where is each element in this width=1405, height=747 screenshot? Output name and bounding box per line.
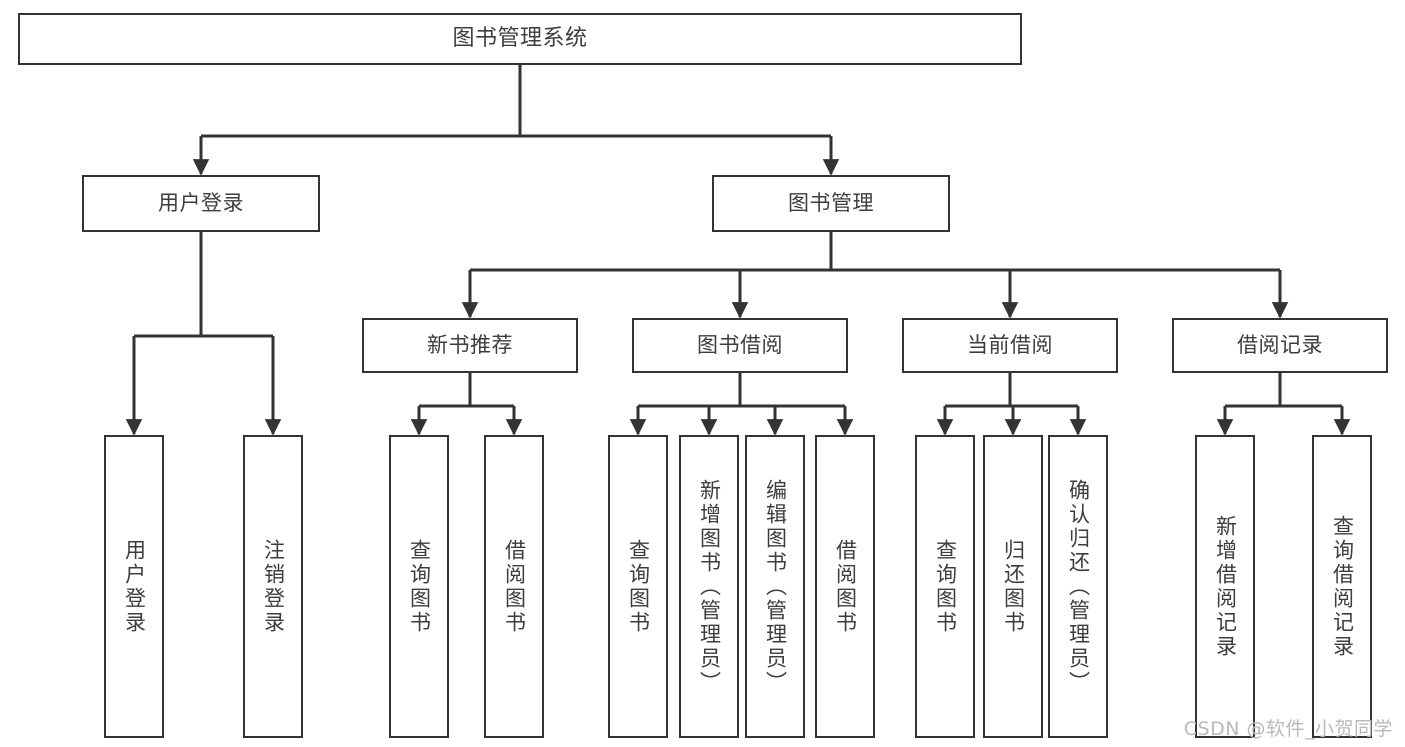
node-label: 新增图书（管理员） <box>697 478 722 695</box>
node-book-management[interactable]: 图书管理 <box>712 175 950 232</box>
node-label: 新书推荐 <box>427 332 513 357</box>
node-root-library-management-system[interactable]: 图书管理系统 <box>18 13 1022 65</box>
node-label: 编辑图书（管理员） <box>763 478 788 695</box>
node-label: 借阅记录 <box>1237 332 1323 357</box>
node-leaf-query-books-borrow[interactable]: 查询图书 <box>608 435 668 738</box>
node-leaf-borrow-books-new[interactable]: 借阅图书 <box>484 435 544 738</box>
node-label: 当前借阅 <box>967 332 1053 357</box>
node-leaf-query-books-new[interactable]: 查询图书 <box>389 435 449 738</box>
node-label: 注销登录 <box>261 538 286 635</box>
node-label: 新增借阅记录 <box>1213 514 1238 659</box>
node-label: 用户登录 <box>158 190 244 215</box>
node-leaf-borrow-books-borrow[interactable]: 借阅图书 <box>815 435 875 738</box>
node-current-borrowing[interactable]: 当前借阅 <box>902 318 1118 373</box>
node-label: 图书管理系统 <box>452 25 588 51</box>
node-book-borrowing[interactable]: 图书借阅 <box>632 318 848 373</box>
node-label: 查询图书 <box>933 538 958 635</box>
node-label: 图书管理 <box>788 190 874 215</box>
node-label: 确认归还（管理员） <box>1066 478 1091 695</box>
node-leaf-logout[interactable]: 注销登录 <box>243 435 303 738</box>
node-label: 借阅图书 <box>833 538 858 635</box>
node-label: 查询图书 <box>626 538 651 635</box>
node-leaf-confirm-return-admin[interactable]: 确认归还（管理员） <box>1048 435 1108 738</box>
node-label: 查询图书 <box>407 538 432 635</box>
node-label: 查询借阅记录 <box>1330 514 1355 659</box>
node-label: 借阅图书 <box>502 538 527 635</box>
node-label: 归还图书 <box>1001 538 1026 635</box>
node-leaf-edit-book-admin[interactable]: 编辑图书（管理员） <box>745 435 805 738</box>
node-leaf-query-borrow-record[interactable]: 查询借阅记录 <box>1312 435 1372 738</box>
node-label: 用户登录 <box>122 538 147 635</box>
node-leaf-user-login[interactable]: 用户登录 <box>104 435 164 738</box>
node-new-book-recommendation[interactable]: 新书推荐 <box>362 318 578 373</box>
node-label: 图书借阅 <box>697 332 783 357</box>
node-user-login[interactable]: 用户登录 <box>82 175 320 232</box>
node-borrow-records[interactable]: 借阅记录 <box>1172 318 1388 373</box>
node-leaf-add-book-admin[interactable]: 新增图书（管理员） <box>679 435 739 738</box>
node-leaf-return-books[interactable]: 归还图书 <box>983 435 1043 738</box>
node-leaf-add-borrow-record[interactable]: 新增借阅记录 <box>1195 435 1255 738</box>
node-leaf-query-books-current[interactable]: 查询图书 <box>915 435 975 738</box>
